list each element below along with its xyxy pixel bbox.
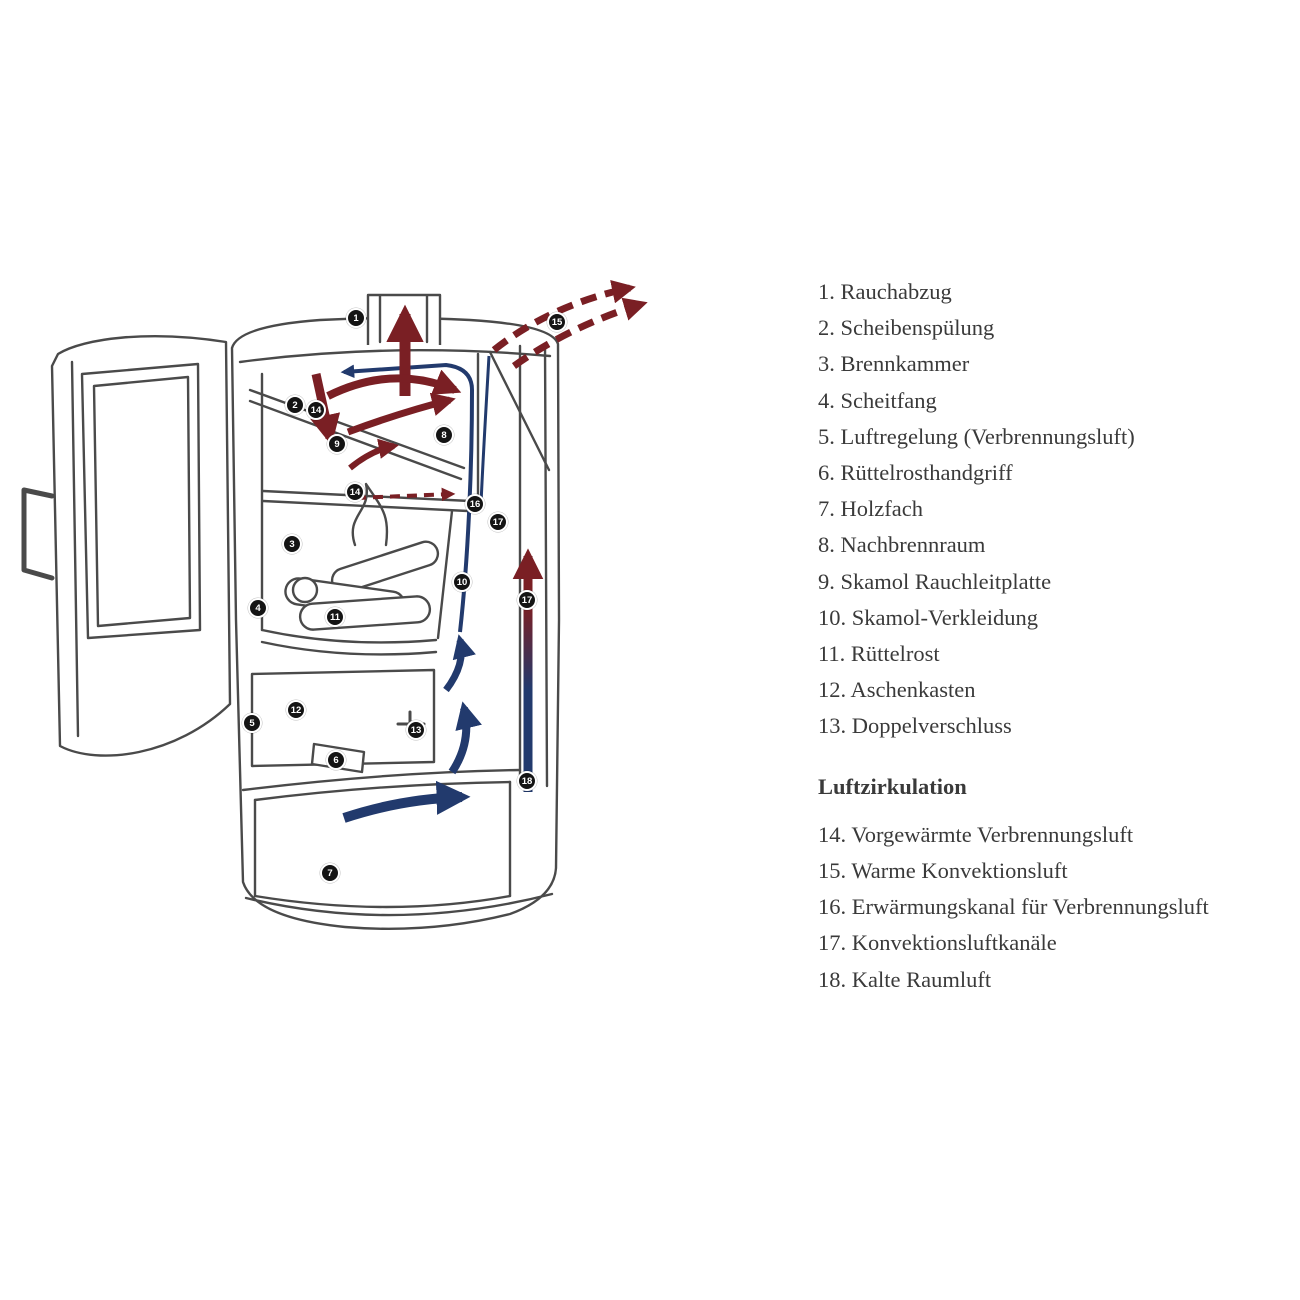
legend-item-6: 6. Rüttelrosthandgriff bbox=[818, 460, 1013, 486]
legend-item-3: 3. Brennkammer bbox=[818, 351, 970, 377]
legend-item-13: 13. Doppelverschluss bbox=[818, 713, 1012, 739]
legend-item-14: 14. Vorgewärmte Verbrennungsluft bbox=[818, 821, 1134, 847]
diagram-marker-17: 17 bbox=[517, 590, 537, 610]
diagram-marker-4: 4 bbox=[248, 598, 268, 618]
ash-box bbox=[250, 668, 436, 768]
diagram-marker-17: 17 bbox=[488, 512, 508, 532]
stove-interior bbox=[241, 342, 551, 909]
legend-item-17: 17. Konvektionsluftkanäle bbox=[818, 930, 1057, 956]
legend-item-16: 16. Erwärmungskanal für Verbrennungsluft bbox=[818, 894, 1209, 920]
legend-item-1: 1. Rauchabzug bbox=[818, 279, 952, 304]
diagram-marker-14: 14 bbox=[306, 400, 326, 420]
door-handle bbox=[21, 487, 55, 581]
diagram-marker-3: 3 bbox=[282, 534, 302, 554]
diagram-marker-5: 5 bbox=[242, 713, 262, 733]
smoke-baffle bbox=[248, 399, 463, 481]
diagram-marker-1: 1 bbox=[346, 308, 366, 328]
legend-item-15: 15. Warme Konvektionsluft bbox=[818, 858, 1068, 884]
legend-item-18: 18. Kalte Raumluft bbox=[818, 966, 992, 992]
diagram-marker-12: 12 bbox=[286, 700, 306, 720]
legend-item-10: 10. Skamol-Verkleidung bbox=[818, 604, 1038, 630]
legend-item-8: 8. Nachbrennraum bbox=[818, 532, 986, 558]
door-window bbox=[80, 362, 202, 640]
diagram-marker-8: 8 bbox=[434, 425, 454, 445]
legend-heading: Luftzirkulation bbox=[818, 773, 967, 799]
diagram-marker-9: 9 bbox=[327, 434, 347, 454]
diagram-marker-7: 7 bbox=[320, 863, 340, 883]
cold-room-air-arrow bbox=[342, 780, 471, 823]
diagram-marker-10: 10 bbox=[452, 572, 472, 592]
legend-item-2: 2. Scheibenspülung bbox=[818, 315, 995, 341]
firewood-logs bbox=[284, 482, 440, 631]
diagram-marker-2: 2 bbox=[285, 395, 305, 415]
wood-storage bbox=[253, 894, 512, 909]
flame bbox=[351, 482, 389, 547]
legend: 1. Rauchabzug 2. Scheibenspülung 3. Bren… bbox=[818, 274, 1300, 998]
legend-item-9: 9. Skamol Rauchleitplatte bbox=[818, 568, 1052, 594]
diagram-marker-18: 18 bbox=[517, 771, 537, 791]
legend-item-4: 4. Scheitfang bbox=[818, 387, 937, 413]
legend-item-11: 11. Rüttelrost bbox=[818, 641, 940, 667]
legend-item-7: 7. Holzfach bbox=[818, 496, 923, 522]
legend-item-5: 5. Luftregelung (Verbrennungsluft) bbox=[818, 423, 1135, 449]
stove-door bbox=[21, 335, 232, 757]
diagram-marker-6: 6 bbox=[326, 750, 346, 770]
convection-channel bbox=[543, 342, 549, 788]
diagram-marker-11: 11 bbox=[325, 607, 345, 627]
diagram-marker-14: 14 bbox=[345, 482, 365, 502]
legend-item-12: 12. Aschenkasten bbox=[818, 677, 976, 703]
diagram-marker-15: 15 bbox=[547, 312, 567, 332]
base-ring bbox=[244, 892, 554, 917]
diagram-marker-13: 13 bbox=[406, 720, 426, 740]
skamol-plate bbox=[261, 499, 470, 513]
diagram-marker-16: 16 bbox=[465, 494, 485, 514]
warm-convection-arrow bbox=[491, 279, 636, 353]
